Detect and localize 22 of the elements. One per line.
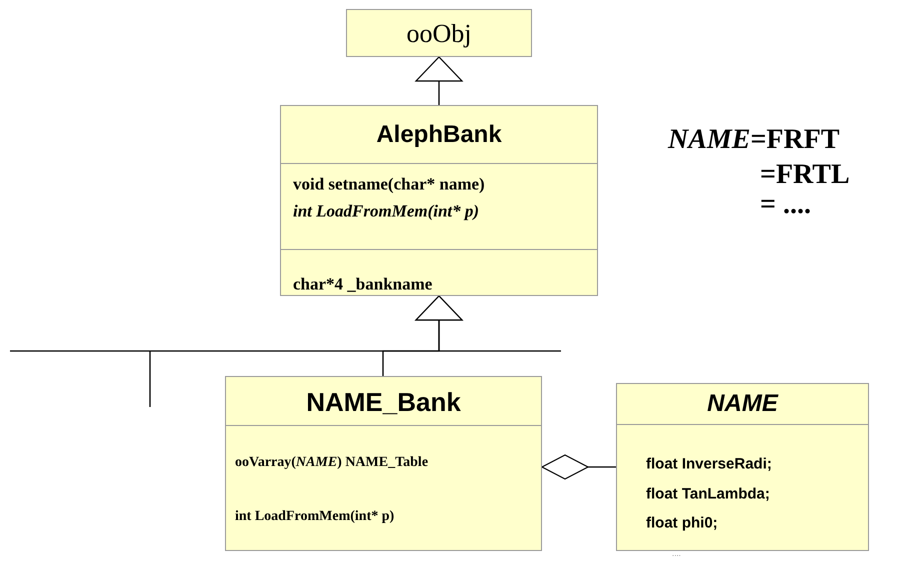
attribute-text: char*4 _bankname bbox=[293, 276, 432, 292]
inheritance-arrow bbox=[415, 56, 463, 105]
class-name: ooObj bbox=[406, 21, 472, 47]
note-text: =FRTL bbox=[760, 161, 850, 189]
inheritance-arrow bbox=[9, 295, 562, 408]
attribute-text: float TanLambda; bbox=[646, 486, 770, 502]
class-box bbox=[346, 9, 532, 57]
ellipsis-text: .... bbox=[672, 550, 681, 558]
class-box bbox=[225, 376, 542, 551]
attribute-text: ooVarray(NAME) NAME_Table bbox=[235, 456, 428, 470]
method-text: int LoadFromMem(int* p) bbox=[293, 202, 480, 220]
method-text: void setname(char* name) bbox=[293, 176, 485, 192]
aggregation-line bbox=[541, 454, 616, 480]
attribute-text: float InverseRadi; bbox=[646, 456, 772, 472]
note-text: NAME=FRFT bbox=[668, 126, 840, 154]
note-text: = .... bbox=[760, 191, 811, 219]
class-box bbox=[280, 105, 598, 296]
method-text: int LoadFromMem(int* p) bbox=[235, 510, 394, 524]
attribute-text: float phi0; bbox=[646, 516, 718, 530]
class-name: NAME bbox=[707, 392, 778, 416]
class-name: AlephBank bbox=[376, 123, 502, 147]
class-name: NAME_Bank bbox=[306, 389, 461, 415]
